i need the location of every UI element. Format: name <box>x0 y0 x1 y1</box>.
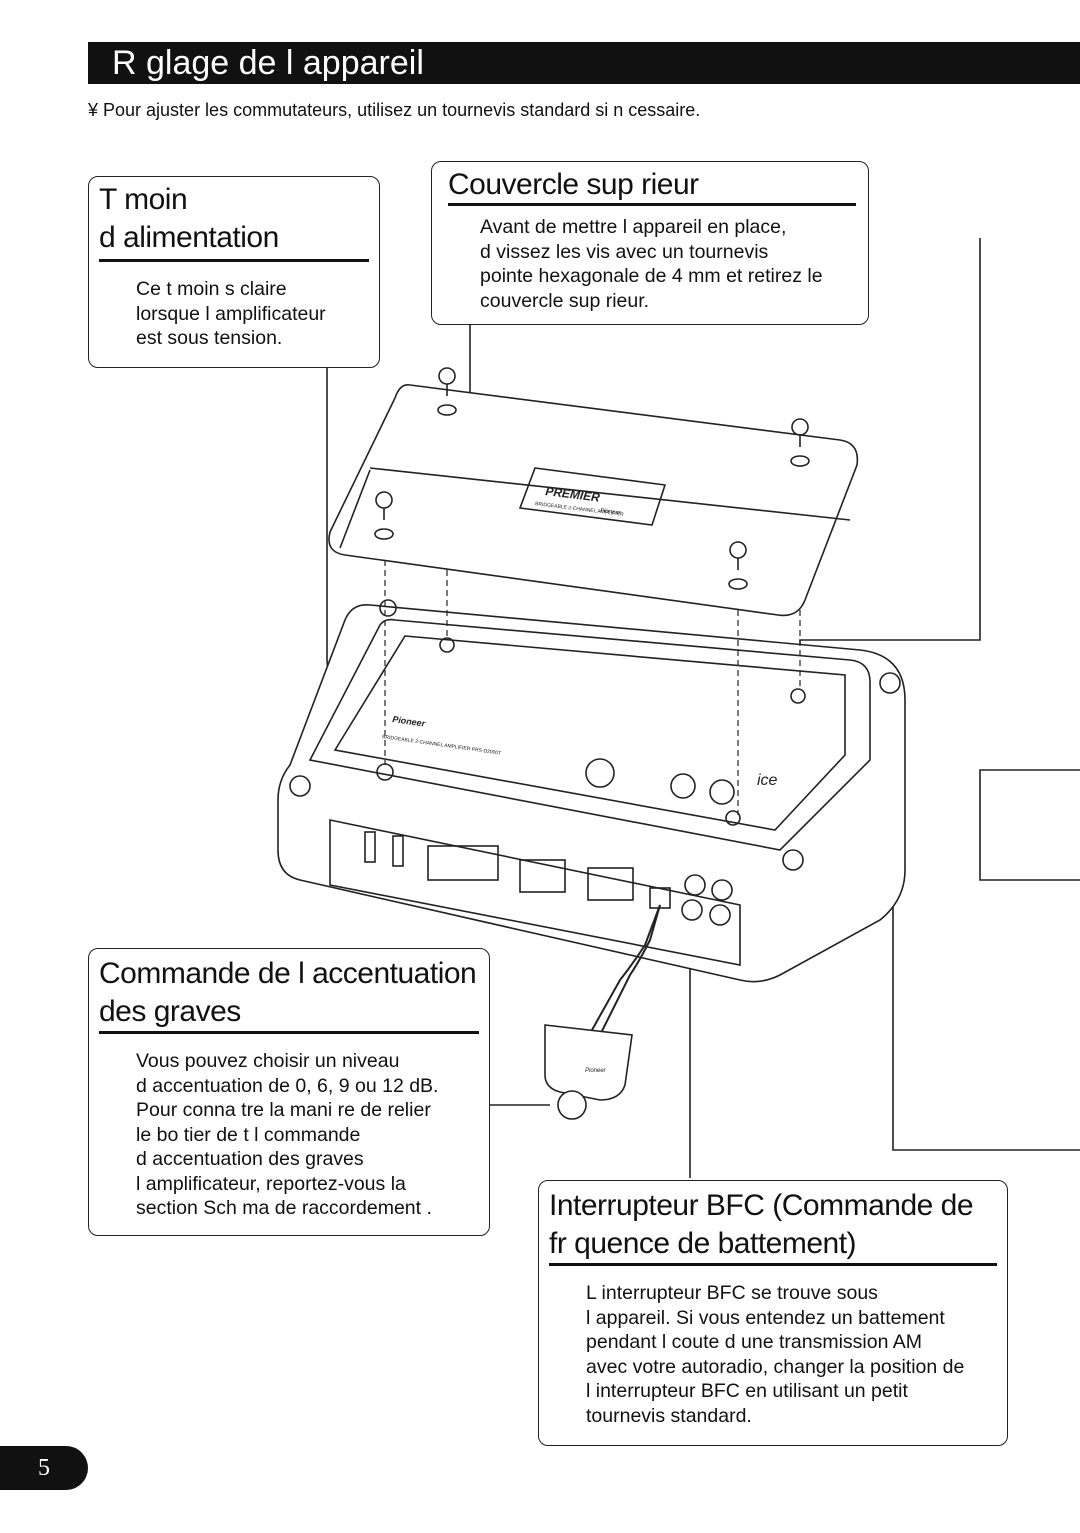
callout-text: Avant de mettre l appareil en place, d v… <box>480 216 823 312</box>
page-number: 5 <box>0 1446 88 1490</box>
screw <box>437 367 457 416</box>
speaker-terminal-right <box>587 867 634 901</box>
callout-title: T moin d alimentation <box>99 183 279 254</box>
callout-text: Ce t moin s claire lorsque l amplificate… <box>136 278 326 349</box>
screw <box>728 541 748 590</box>
leader-line-right-2 <box>979 769 1080 881</box>
cover-ridge <box>369 467 851 521</box>
callout-title: Couvercle sup rieur <box>448 168 699 201</box>
bass-remote <box>544 1024 633 1101</box>
speaker-terminal-left <box>519 859 566 893</box>
title-rule <box>99 1031 479 1034</box>
title-rule <box>99 259 369 262</box>
panel-maker: Pioneer <box>392 714 427 729</box>
callout-text: Vous pouvez choisir un niveau d accentua… <box>136 1050 439 1219</box>
screw <box>790 418 810 467</box>
cover-brand: PREMIER <box>545 484 601 505</box>
leader-line-right-3 <box>892 800 1080 1151</box>
callout-text: L interrupteur BFC se trouve sous l appa… <box>586 1282 965 1427</box>
power-terminal <box>427 845 499 881</box>
callout-title: Interrupteur BFC (Commande de fr quence … <box>549 1189 974 1260</box>
rca-jack <box>711 879 733 901</box>
callout-bass-boost: Commande de l accentuation des graves Vo… <box>88 948 490 1236</box>
screw-hole <box>439 637 455 653</box>
fuse-terminal <box>364 831 376 863</box>
page-title: R glage de l appareil <box>88 42 1080 84</box>
bass-knob <box>709 779 735 805</box>
title-rule <box>448 203 856 206</box>
screw <box>374 491 394 540</box>
corner-foot <box>289 775 311 797</box>
corner-foot <box>782 849 804 871</box>
fuse-terminal <box>392 835 404 867</box>
amplifier-top-panel <box>308 618 871 851</box>
bass-remote-knob <box>557 1090 587 1120</box>
screw-hole <box>725 810 741 826</box>
remote-maker: Pioneer <box>585 1068 607 1074</box>
rca-jack <box>709 904 731 926</box>
gain-knob <box>585 758 615 788</box>
cover-maker: Pioneer <box>600 508 622 517</box>
corner-foot <box>379 599 397 617</box>
amplifier-front-face <box>329 819 741 966</box>
cover-label-plate <box>518 467 667 526</box>
corner-foot <box>879 672 901 694</box>
amplifier-body <box>277 603 906 983</box>
remote-cable <box>591 904 661 1031</box>
title-rule <box>549 1263 997 1266</box>
rca-jack <box>681 899 703 921</box>
remote-cable <box>599 904 661 1036</box>
screw-hole <box>790 688 806 704</box>
top-cover <box>328 383 859 617</box>
intro-note: ¥ Pour ajuster les commutateurs, utilise… <box>88 100 701 120</box>
callout-power-indicator: T moin d alimentation Ce t moin s claire… <box>88 176 380 368</box>
callout-bfc-switch: Interrupteur BFC (Commande de fr quence … <box>538 1180 1008 1446</box>
callout-top-cover: Couvercle sup rieur Avant de mettre l ap… <box>431 161 869 325</box>
cover-edge <box>339 469 371 549</box>
callout-title: Commande de l accentuation des graves <box>99 957 477 1028</box>
amplifier-recess <box>333 635 846 831</box>
rca-jack <box>684 874 706 896</box>
crossover-knob <box>670 773 696 799</box>
panel-logo: ice <box>757 772 778 789</box>
